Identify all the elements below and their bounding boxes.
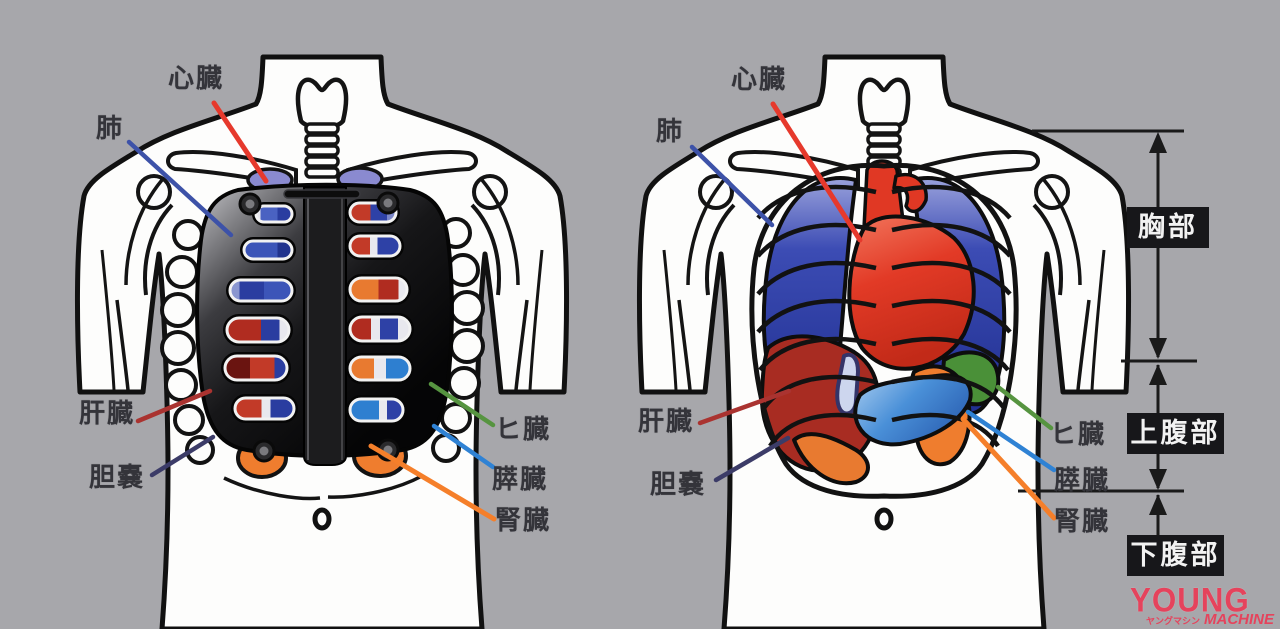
label-pancreas-right: 膵臓: [1054, 465, 1111, 495]
label-kidney-right: 腎臓: [1054, 506, 1111, 536]
section-box-upper-abdomen: 上腹部: [1127, 413, 1224, 454]
leader-line-gallbladder-right: [713, 435, 791, 483]
leader-line-pancreas-left: [431, 423, 496, 470]
gallbladder-illustration: [835, 352, 860, 416]
leader-line-liver-left: [135, 388, 213, 424]
leader-line-gallbladder-left: [149, 434, 216, 478]
logo-katakana-text: ヤングマシン: [1145, 616, 1200, 626]
label-heart-left: 心臓: [168, 63, 225, 93]
label-spleen-left: ヒ臓: [495, 414, 552, 444]
leader-line-spleen-right: [995, 384, 1054, 431]
leader-line-pancreas-right: [965, 409, 1057, 473]
leader-line-lung-right: [689, 144, 775, 228]
leader-line-spleen-left: [428, 381, 496, 428]
leader-line-kidney-right: [960, 416, 1057, 521]
leader-lines: [126, 100, 1057, 522]
label-gallbladder-left: 胆嚢: [89, 462, 146, 492]
body-zone-bracket: [1018, 129, 1197, 535]
label-liver-left: 肝臓: [79, 398, 136, 428]
leader-line-heart-left: [211, 100, 269, 184]
protector-vents: [221, 199, 414, 425]
label-spleen-right: ヒ臓: [1050, 419, 1107, 449]
section-box-chest: 胸部: [1127, 207, 1209, 248]
label-lung-right: 肺: [656, 116, 685, 146]
heart-illustration: [847, 214, 976, 371]
label-pancreas-left: 膵臓: [492, 464, 549, 494]
label-lung-left: 肺: [96, 113, 125, 143]
lower-rib-lines: [223, 474, 423, 501]
section-box-lower-abdomen: 下腹部: [1127, 535, 1224, 576]
leader-line-lung-left: [126, 139, 234, 238]
label-kidney-left: 腎臓: [495, 505, 552, 535]
figure-left-protector: [77, 57, 566, 629]
label-gallbladder-right: 胆嚢: [650, 469, 707, 499]
protector-center-spine: [303, 186, 347, 466]
logo-machine-text: MACHINE: [1204, 611, 1274, 628]
organs: [759, 159, 1007, 486]
leader-line-liver-right: [697, 388, 792, 426]
leader-line-kidney-left: [368, 443, 497, 522]
logo-young-text: YOUNG: [1130, 579, 1250, 619]
protector-rivets: [238, 191, 400, 463]
label-liver-right: 肝臓: [638, 406, 695, 436]
leader-line-heart-right: [770, 101, 863, 243]
young-machine-logo: YOUNG ヤングマシン MACHINE: [1130, 582, 1280, 627]
label-heart-right: 心臓: [731, 64, 788, 94]
chest-protector: [195, 182, 454, 466]
figure-right-organs: [639, 57, 1128, 629]
